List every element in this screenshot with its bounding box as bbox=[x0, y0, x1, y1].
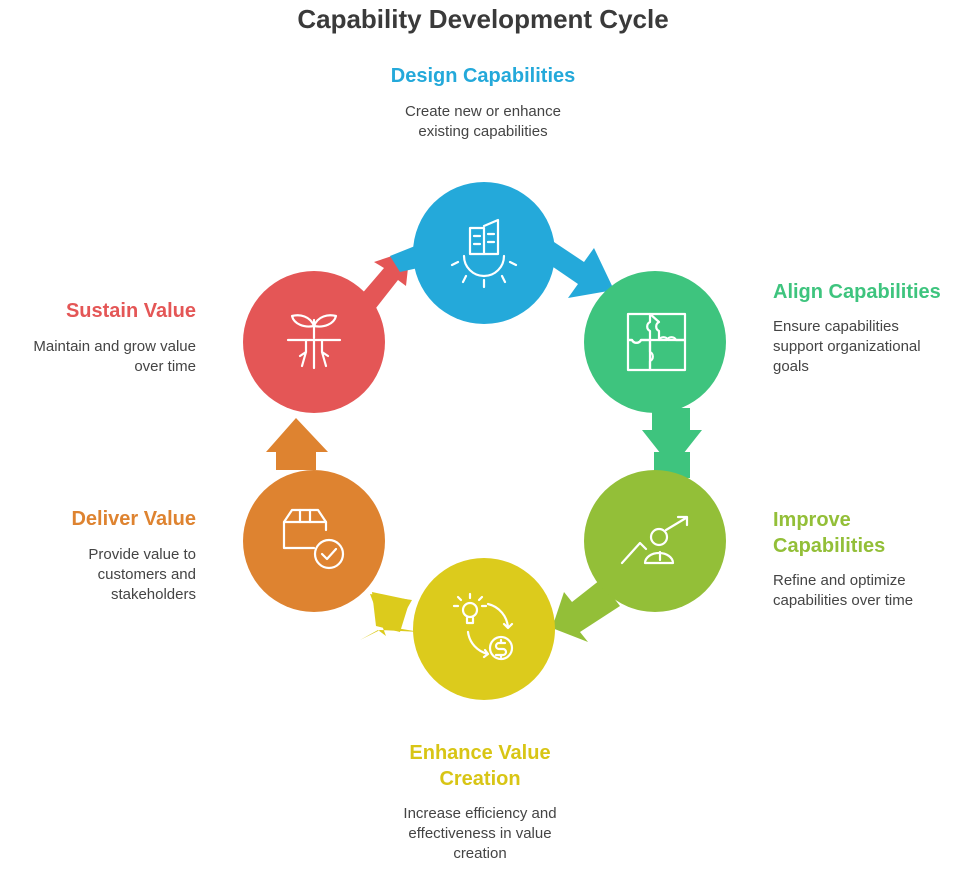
align-description: Ensure capabilities support organization… bbox=[773, 318, 921, 375]
plant-roots-icon bbox=[286, 314, 342, 370]
arrow-sustain-to-design bbox=[360, 244, 420, 308]
sustain-description: Maintain and grow value over time bbox=[33, 338, 196, 375]
deliver-description: Provide value to customers and stakehold… bbox=[88, 546, 196, 603]
improve-circle bbox=[584, 470, 726, 612]
enhance-title: Enhance Value Creation bbox=[409, 742, 551, 790]
package-check-icon bbox=[282, 508, 345, 570]
improve-title: Improve Capabilities bbox=[773, 509, 886, 557]
enhance-description: Increase efficiency and effectiveness in… bbox=[403, 805, 557, 862]
idea-money-cycle-icon bbox=[452, 592, 514, 661]
puzzle-icon bbox=[626, 312, 687, 372]
arrow-design-to-align bbox=[540, 238, 614, 298]
person-growth-icon bbox=[620, 515, 689, 565]
design-description: Create new or enhance existing capabilit… bbox=[405, 103, 561, 140]
arrow-improve-to-enhance bbox=[552, 580, 620, 642]
diagram-title: Capability Development Cycle bbox=[297, 4, 669, 34]
arrow-enhance-to-deliver bbox=[360, 592, 420, 640]
deliver-title: Deliver Value bbox=[71, 508, 196, 530]
improve-description: Refine and optimize capabilities over ti… bbox=[773, 572, 914, 609]
align-title: Align Capabilities bbox=[773, 281, 941, 303]
design-title: Design Capabilities bbox=[390, 65, 576, 87]
deliver-circle bbox=[243, 470, 385, 612]
arrow-align-to-improve bbox=[642, 408, 702, 478]
sustain-title: Sustain Value bbox=[65, 300, 196, 322]
align-circle bbox=[584, 271, 726, 413]
arrow-deliver-to-sustain bbox=[266, 418, 328, 470]
building-gear-icon bbox=[450, 218, 518, 289]
enhance-circle bbox=[413, 558, 555, 700]
